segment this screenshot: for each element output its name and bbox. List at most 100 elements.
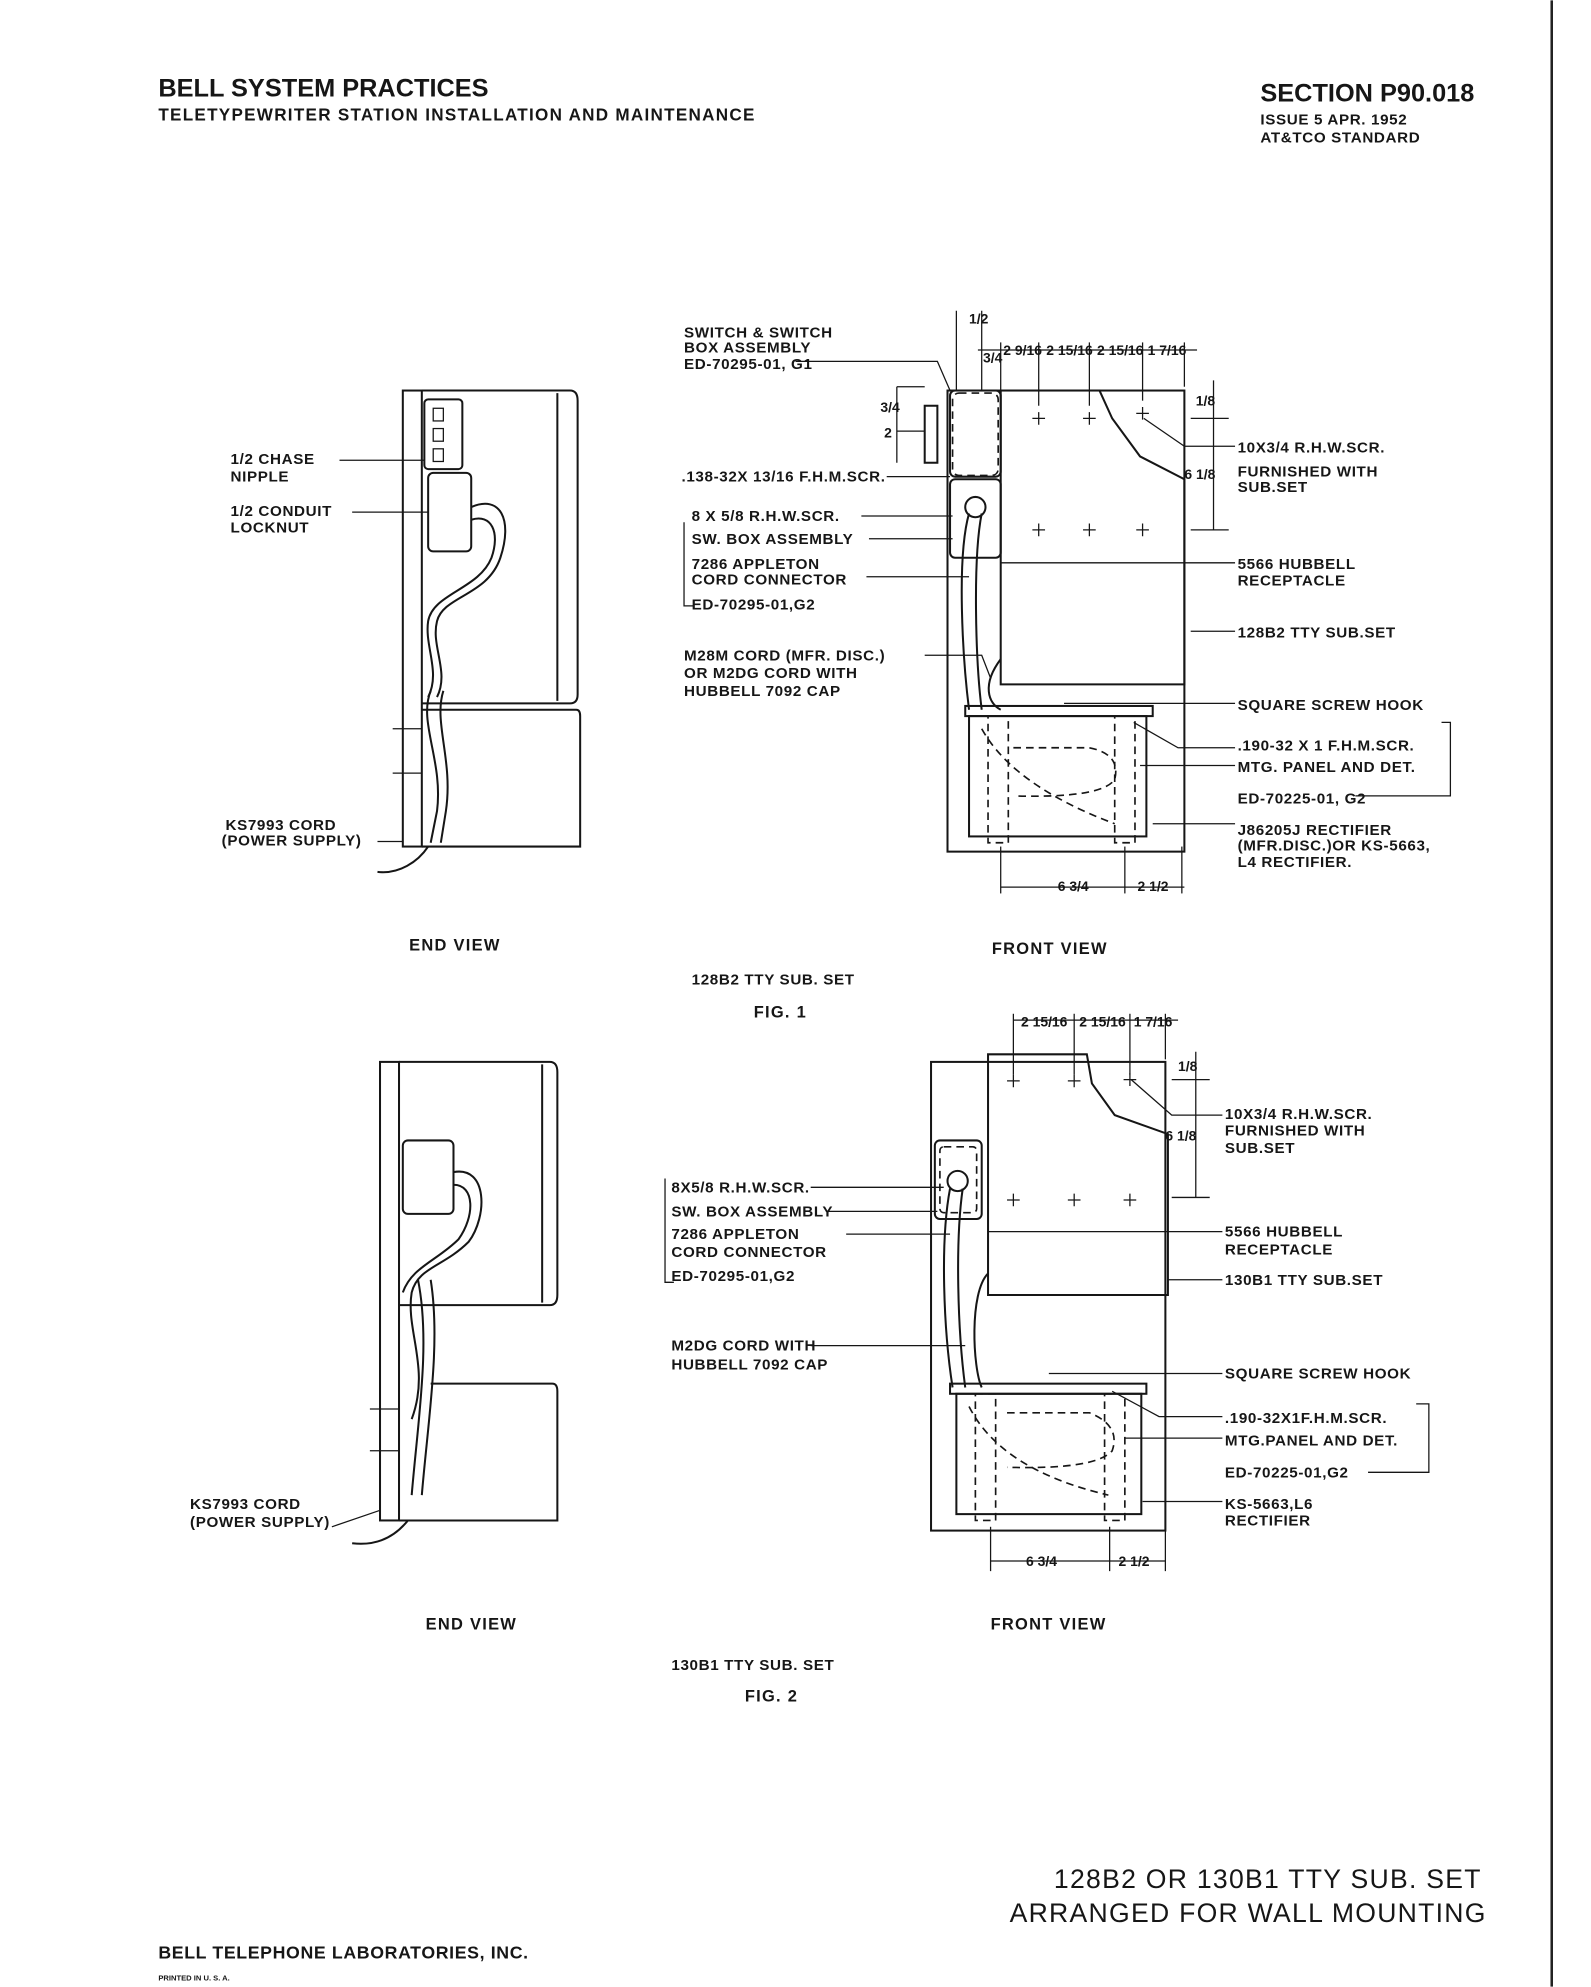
dim-6-3-4: 6 3/4 (1058, 878, 1089, 894)
label: 10X3/4 R.H.W.SCR. (1238, 440, 1385, 457)
dim-2-9-16: 2 9/16 (1003, 342, 1042, 358)
label: SQUARE SCREW HOOK (1238, 697, 1424, 714)
label: (MFR.DISC.)OR KS-5663, (1238, 837, 1431, 854)
label: KS-5663,L6 (1225, 1496, 1313, 1513)
label: 5566 HUBBELL (1225, 1224, 1343, 1241)
label: SQUARE SCREW HOOK (1225, 1366, 1411, 1383)
label: 128B2 TTY SUB.SET (1238, 625, 1396, 642)
label: .138-32X 13/16 F.H.M.SCR. (681, 469, 885, 486)
fig2-left-labels: 8X5/8 R.H.W.SCR. SW. BOX ASSEMBLY 7286 A… (671, 1179, 833, 1374)
label: RECTIFIER (1225, 1513, 1311, 1530)
fig1-left-labels: SWITCH & SWITCH BOX ASSEMBLY ED-70295-01… (681, 324, 885, 700)
footer-title-2: ARRANGED FOR WALL MOUNTING (1010, 1898, 1487, 1928)
fig1-end-view: 1/2 CHASE NIPPLE 1/2 CONDUIT LOCKNUT KS7… (222, 389, 582, 954)
label: ED-70225-01, G2 (1238, 790, 1367, 807)
fig1-front-view-caption: FRONT VIEW (992, 940, 1108, 958)
label: ED-70295-01,G2 (692, 597, 816, 614)
fig2-front-drawing (664, 1013, 1430, 1572)
label: RECEPTACLE (1238, 573, 1346, 590)
label: HUBBELL 7092 CAP (684, 683, 841, 700)
dim-1-7-16: 1 7/16 (1148, 342, 1187, 358)
label: CORD CONNECTOR (671, 1244, 826, 1261)
label: SUB.SET (1238, 479, 1308, 496)
dim-side-2: 2 (884, 424, 892, 440)
fig1-front-view: 1/2 3/4 2 9/16 2 15/16 2 15/16 1 7/16 3/… (681, 310, 1452, 958)
dim-2-15-16-b: 2 15/16 (1097, 342, 1144, 358)
footer-title-1: 128B2 OR 130B1 TTY SUB. SET (1054, 1864, 1482, 1894)
label: ED-70295-01, G1 (684, 356, 813, 373)
dim-2-15-16-a: 2 15/16 (1021, 1013, 1068, 1029)
label: 8 X 5/8 R.H.W.SCR. (692, 508, 840, 525)
fig1-end-view-caption: END VIEW (409, 936, 501, 954)
dim-half: 1/2 (969, 310, 989, 326)
fig2-end-view: KS7993 CORD (POWER SUPPLY) END VIEW (190, 1060, 559, 1633)
label: FURNISHED WITH (1225, 1122, 1365, 1139)
fig1-set-name: 128B2 TTY SUB. SET (692, 972, 855, 989)
label: 130B1 TTY SUB.SET (1225, 1272, 1383, 1289)
printed-in: PRINTED IN U. S. A. (158, 1973, 229, 1982)
fig2-front-view: 2 15/16 2 15/16 1 7/16 1/8 6 1/8 6 3/4 2… (664, 1013, 1430, 1633)
label: RECEPTACLE (1225, 1241, 1333, 1258)
dim-side-three-quarter: 3/4 (880, 399, 900, 415)
standard: AT&TCO STANDARD (1260, 129, 1420, 146)
dim-6-3-4: 6 3/4 (1026, 1553, 1057, 1569)
dim-2-1-2: 2 1/2 (1138, 878, 1169, 894)
fig2-right-labels: 10X3/4 R.H.W.SCR. FURNISHED WITH SUB.SET… (1225, 1106, 1411, 1530)
label-power-cord-2: (POWER SUPPLY) (190, 1514, 330, 1531)
fig2-front-view-caption: FRONT VIEW (991, 1615, 1107, 1633)
label: ED-70295-01,G2 (671, 1268, 795, 1285)
fig2-set-name: 130B1 TTY SUB. SET (671, 1657, 834, 1674)
publisher: BELL TELEPHONE LABORATORIES, INC. (158, 1943, 528, 1963)
label: ED-70225-01,G2 (1225, 1464, 1349, 1481)
label-conduit-locknut-2: LOCKNUT (231, 519, 310, 536)
footer: 128B2 OR 130B1 TTY SUB. SET ARRANGED FOR… (158, 1864, 1487, 1982)
label: BOX ASSEMBLY (684, 340, 811, 357)
label: J86205J RECTIFIER (1238, 822, 1392, 839)
dim-2-15-16-b: 2 15/16 (1079, 1013, 1126, 1029)
label: MTG. PANEL AND DET. (1238, 759, 1416, 776)
label: .190-32 X 1 F.H.M.SCR. (1238, 737, 1415, 754)
doc-title: BELL SYSTEM PRACTICES (158, 75, 488, 103)
label-power-cord-2: (POWER SUPPLY) (222, 832, 362, 849)
issue-date: ISSUE 5 APR. 1952 (1260, 112, 1407, 129)
label: SW. BOX ASSEMBLY (692, 531, 854, 548)
label: CORD CONNECTOR (692, 571, 847, 588)
label: SUB.SET (1225, 1140, 1295, 1157)
label: 7286 APPLETON (692, 556, 820, 573)
fig2-end-view-caption: END VIEW (426, 1615, 517, 1633)
dim-1-7-16: 1 7/16 (1134, 1013, 1173, 1029)
fig2-end-drawing (331, 1060, 559, 1545)
fig1-label: FIG. 1 (754, 1004, 807, 1022)
fig1-right-labels: 10X3/4 R.H.W.SCR. FURNISHED WITH SUB.SET… (1238, 440, 1431, 871)
label-power-cord: KS7993 CORD (190, 1496, 301, 1513)
dim-2-15-16-a: 2 15/16 (1046, 342, 1093, 358)
label: SW. BOX ASSEMBLY (671, 1203, 833, 1220)
section-number: SECTION P90.018 (1260, 80, 1474, 108)
label: FURNISHED WITH (1238, 464, 1378, 481)
dim-eighth: 1/8 (1178, 1058, 1198, 1074)
fig1-front-drawing (683, 310, 1452, 894)
dim-6-1-8: 6 1/8 (1165, 1127, 1196, 1143)
label: M28M CORD (MFR. DISC.) (684, 647, 885, 664)
label-chase-nipple-2: NIPPLE (231, 469, 290, 486)
label: .190-32X1F.H.M.SCR. (1225, 1410, 1387, 1427)
label-chase-nipple: 1/2 CHASE (231, 451, 315, 468)
label: 5566 HUBBELL (1238, 556, 1356, 573)
dim-eighth: 1/8 (1196, 393, 1216, 409)
label-power-cord: KS7993 CORD (225, 817, 336, 834)
dim-6-1-8: 6 1/8 (1184, 466, 1215, 482)
label: HUBBELL 7092 CAP (671, 1357, 828, 1374)
label: 8X5/8 R.H.W.SCR. (671, 1179, 809, 1196)
label-conduit-locknut: 1/2 CONDUIT (231, 503, 333, 520)
fig2-label: FIG. 2 (745, 1688, 798, 1706)
label: 10X3/4 R.H.W.SCR. (1225, 1106, 1373, 1123)
dim-2-1-2: 2 1/2 (1119, 1553, 1150, 1569)
label: L4 RECTIFIER. (1238, 854, 1353, 871)
fig1-end-drawing (339, 389, 582, 874)
doc-subtitle: TELETYPEWRITER STATION INSTALLATION AND … (158, 106, 755, 125)
label: MTG.PANEL AND DET. (1225, 1433, 1398, 1450)
label: 7286 APPLETON (671, 1226, 799, 1243)
dim-three-quarter: 3/4 (983, 350, 1003, 366)
label: M2DG CORD WITH (671, 1338, 816, 1355)
